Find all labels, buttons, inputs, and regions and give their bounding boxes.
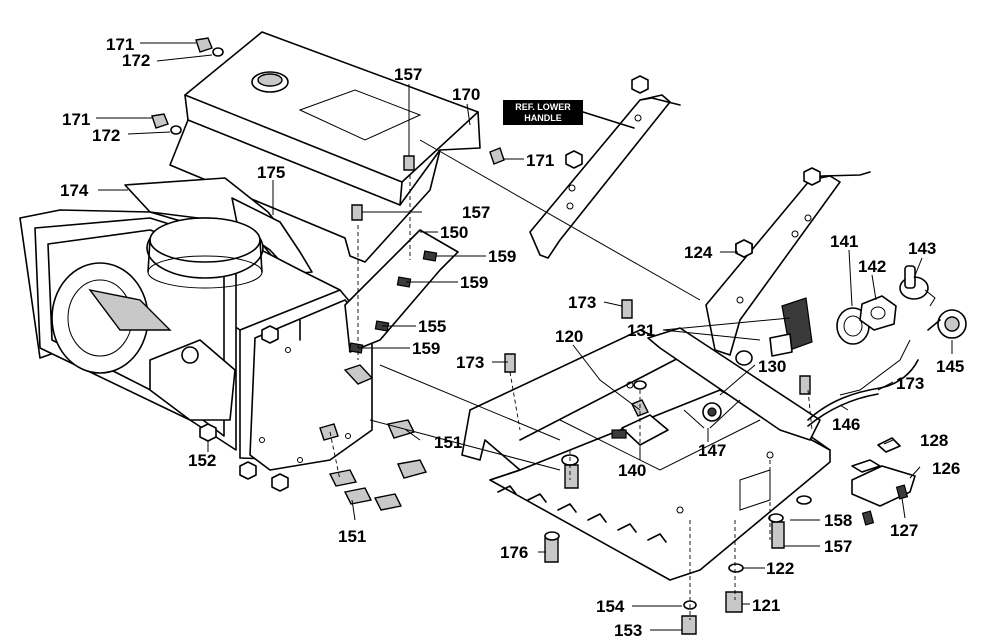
label-131: 131	[627, 321, 655, 340]
label-143: 143	[908, 239, 936, 258]
label-157: 157	[462, 203, 490, 222]
label-171: 171	[106, 35, 134, 54]
label-154: 154	[596, 597, 625, 616]
label-153: 153	[614, 621, 642, 640]
label-140: 140	[618, 461, 646, 480]
label-141: 141	[830, 232, 858, 251]
label-159: 159	[460, 273, 488, 292]
fasteners	[151, 37, 812, 635]
label-172: 172	[92, 126, 120, 145]
label-151: 151	[338, 527, 366, 546]
label-145: 145	[936, 357, 964, 376]
label-159: 159	[412, 339, 440, 358]
auger-housing	[19, 209, 373, 471]
label-120: 120	[555, 327, 583, 346]
key-switch-parts	[735, 265, 967, 396]
label-127: 127	[890, 521, 918, 540]
label-124: 124	[684, 243, 713, 262]
label-122: 122	[766, 559, 794, 578]
label-152: 152	[188, 451, 216, 470]
label-170: 170	[452, 85, 480, 104]
leader-lines	[96, 42, 953, 631]
label-147: 147	[698, 441, 726, 460]
label-151: 151	[434, 433, 462, 452]
label-130: 130	[758, 357, 786, 376]
part-labels: 171 172 171 172 157 170 171 174 175 157 …	[60, 35, 964, 640]
wiring-and-module	[807, 359, 919, 526]
label-172: 172	[122, 51, 150, 70]
label-159: 159	[488, 247, 516, 266]
note-line-1: REF. LOWER	[515, 102, 571, 112]
chute-base-plate	[344, 229, 459, 354]
label-171: 171	[62, 110, 90, 129]
label-146: 146	[832, 415, 860, 434]
chute-cover	[169, 31, 481, 263]
label-171: 171	[526, 151, 554, 170]
note-line-2: HANDLE	[524, 113, 562, 123]
label-150: 150	[440, 223, 468, 242]
label-175: 175	[257, 163, 285, 182]
handle-bracket-upper	[529, 75, 681, 259]
label-157: 157	[824, 537, 852, 556]
label-142: 142	[858, 257, 886, 276]
label-173: 173	[456, 353, 484, 372]
label-155: 155	[418, 317, 446, 336]
assembly-lines	[329, 139, 813, 620]
label-157: 157	[394, 65, 422, 84]
label-176: 176	[500, 543, 528, 562]
lower-panel	[461, 327, 831, 581]
label-173: 173	[896, 374, 924, 393]
label-128: 128	[920, 431, 948, 450]
label-158: 158	[824, 511, 852, 530]
label-121: 121	[752, 596, 780, 615]
label-174: 174	[60, 181, 89, 200]
reference-note: REF. LOWER HANDLE	[503, 100, 635, 129]
label-173: 173	[568, 293, 596, 312]
label-126: 126	[932, 459, 960, 478]
ignition-switch	[611, 399, 722, 446]
